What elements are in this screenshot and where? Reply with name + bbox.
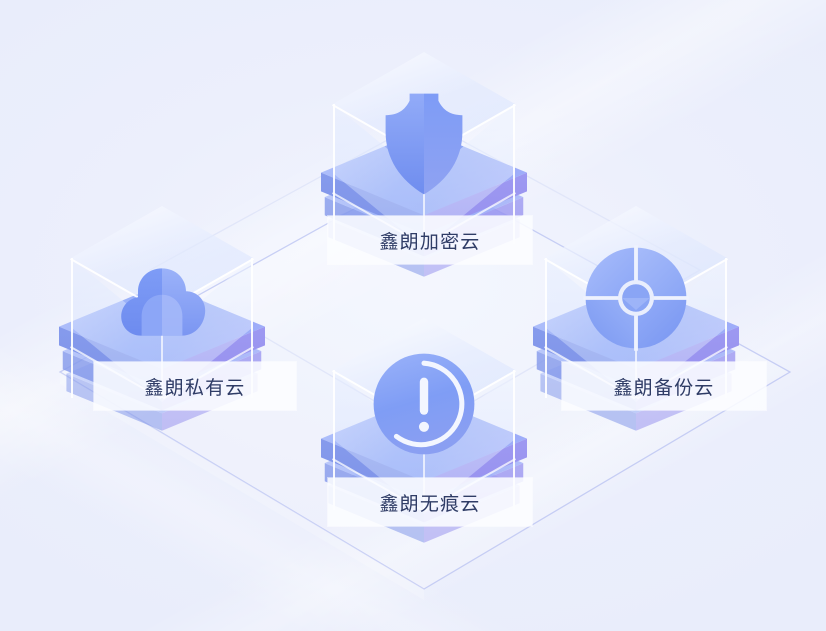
node-traceless-cloud[interactable]	[304, 292, 544, 592]
label-backup-cloud[interactable]: 鑫朗备份云	[562, 362, 766, 410]
label-text: 鑫朗备份云	[613, 377, 715, 399]
label-traceless-cloud[interactable]: 鑫朗无痕云	[328, 478, 532, 526]
node-encrypt-cloud[interactable]	[304, 18, 544, 318]
exclamation-circle-icon	[364, 344, 484, 464]
node-backup-cloud[interactable]	[516, 172, 756, 472]
label-text: 鑫朗私有云	[144, 377, 246, 399]
node-private-cloud[interactable]	[42, 172, 282, 472]
shield-icon	[364, 84, 484, 204]
pie-chart-icon	[576, 238, 696, 358]
label-text: 鑫朗无痕云	[379, 493, 481, 515]
cloud-icon	[102, 242, 222, 362]
label-text: 鑫朗加密云	[379, 231, 481, 253]
label-encrypt-cloud[interactable]: 鑫朗加密云	[328, 216, 532, 264]
label-private-cloud[interactable]: 鑫朗私有云	[94, 362, 296, 410]
